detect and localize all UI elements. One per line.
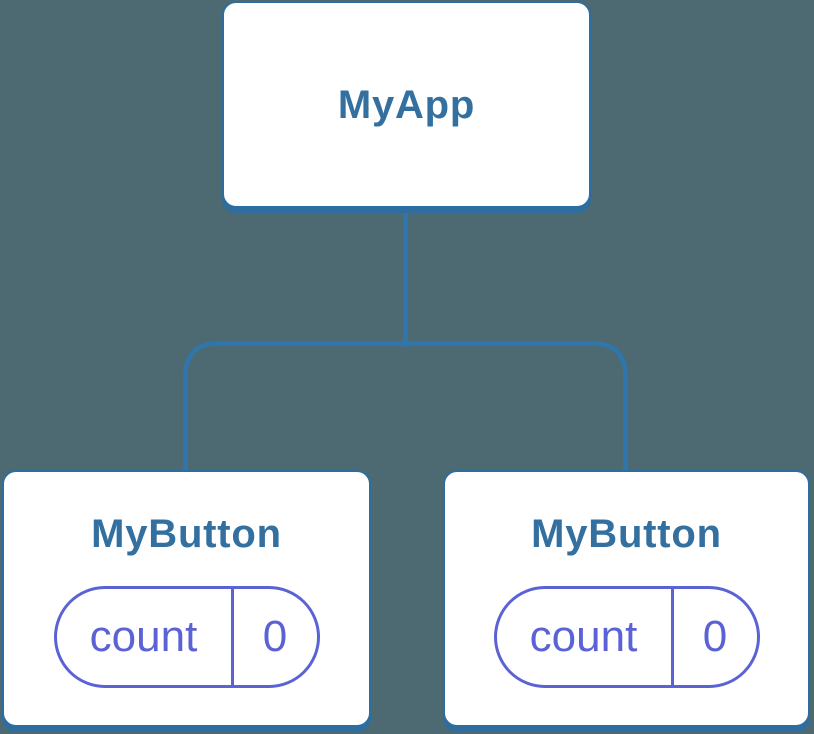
- state-value: 0: [670, 588, 757, 685]
- state-pill: count 0: [493, 585, 760, 688]
- state-name: count: [529, 611, 638, 661]
- node-myapp-label: MyApp: [337, 82, 476, 127]
- state-value: 0: [230, 588, 317, 685]
- children-bracket-line: [183, 341, 628, 472]
- node-mybutton-1-label: MyButton: [91, 511, 282, 556]
- node-myapp: MyApp: [222, 1, 591, 208]
- state-pill: count 0: [53, 585, 320, 688]
- node-mybutton-1: MyButton count 0: [2, 470, 371, 727]
- state-name: count: [89, 611, 198, 661]
- node-mybutton-2-label: MyButton: [531, 511, 722, 556]
- node-mybutton-2: MyButton count 0: [443, 470, 810, 727]
